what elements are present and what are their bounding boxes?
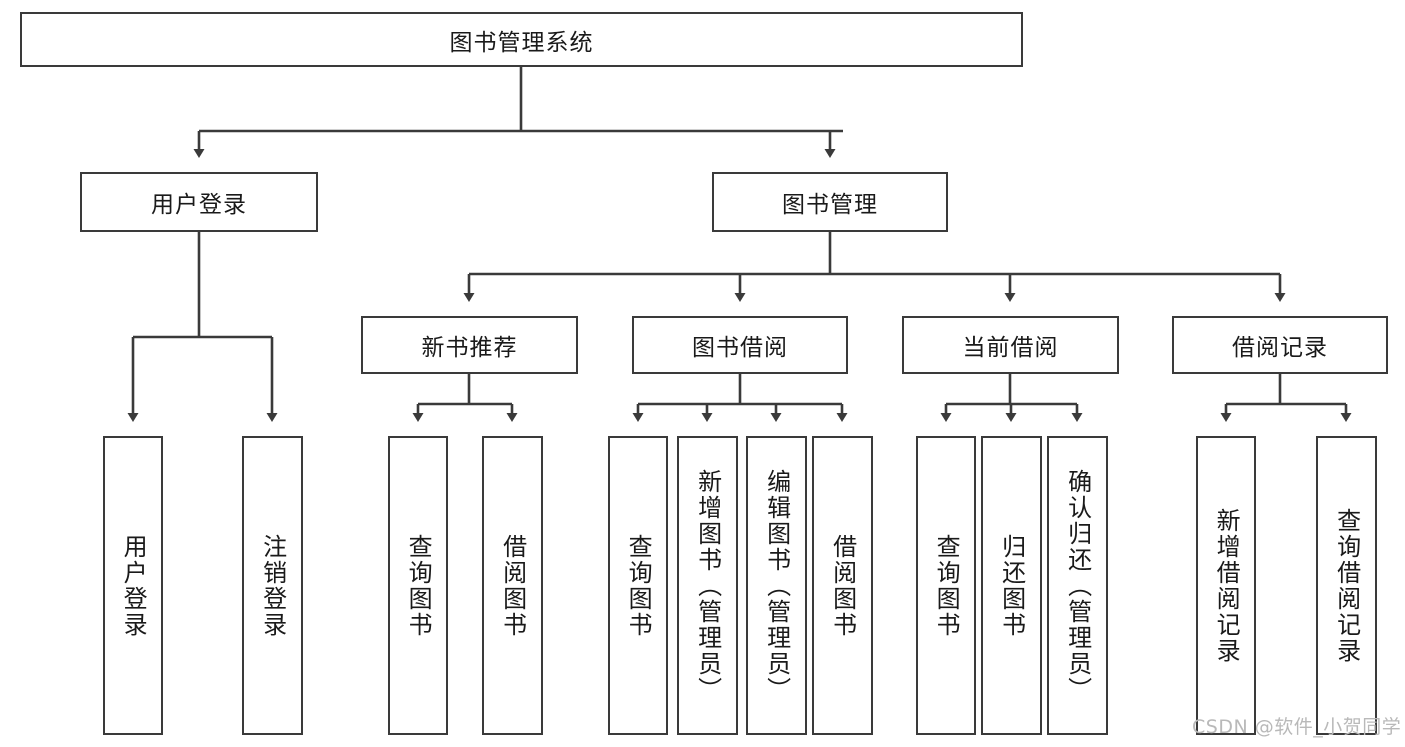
node-leaf-query-book-2-label: 查询图书	[624, 533, 653, 638]
node-user-login-label: 用户登录	[151, 192, 247, 218]
node-leaf-query-book-1-label: 查询图书	[404, 533, 433, 638]
node-leaf-add-record[interactable]: 新增借阅记录	[1196, 436, 1256, 735]
node-leaf-confirm-return-label: 确认归还（管理员）	[1063, 468, 1092, 703]
watermark: CSDN @软件_小贺同学	[1192, 716, 1402, 738]
node-leaf-borrow-book-1[interactable]: 借阅图书	[482, 436, 543, 735]
node-leaf-query-book-2[interactable]: 查询图书	[608, 436, 668, 735]
node-book-manage[interactable]: 图书管理	[712, 172, 948, 232]
node-leaf-borrow-book-2-label: 借阅图书	[828, 533, 857, 638]
node-book-manage-label: 图书管理	[782, 192, 878, 218]
node-leaf-confirm-return[interactable]: 确认归还（管理员）	[1047, 436, 1108, 735]
node-leaf-return-book[interactable]: 归还图书	[981, 436, 1042, 735]
node-leaf-borrow-book-1-label: 借阅图书	[498, 533, 527, 638]
node-leaf-return-book-label: 归还图书	[997, 533, 1026, 638]
node-leaf-logout[interactable]: 注销登录	[242, 436, 303, 735]
node-borrow-record[interactable]: 借阅记录	[1172, 316, 1388, 374]
node-leaf-add-book[interactable]: 新增图书（管理员）	[677, 436, 738, 735]
node-root[interactable]: 图书管理系统	[20, 12, 1023, 67]
node-current-borrow-label: 当前借阅	[962, 335, 1059, 361]
node-borrow-record-label: 借阅记录	[1232, 335, 1328, 361]
node-root-label: 图书管理系统	[449, 29, 594, 56]
node-user-login[interactable]: 用户登录	[80, 172, 318, 232]
node-leaf-borrow-book-2[interactable]: 借阅图书	[812, 436, 873, 735]
node-leaf-query-record-label: 查询借阅记录	[1332, 507, 1361, 664]
node-leaf-query-book-3-label: 查询图书	[932, 533, 961, 638]
node-leaf-query-book-3[interactable]: 查询图书	[916, 436, 976, 735]
node-leaf-user-login[interactable]: 用户登录	[103, 436, 163, 735]
node-book-borrow[interactable]: 图书借阅	[632, 316, 848, 374]
node-leaf-add-book-label: 新增图书（管理员）	[693, 468, 722, 703]
node-leaf-user-login-label: 用户登录	[119, 533, 148, 638]
node-new-book-recommend-label: 新书推荐	[421, 335, 518, 361]
node-book-borrow-label: 图书借阅	[692, 335, 788, 361]
node-leaf-query-book-1[interactable]: 查询图书	[388, 436, 448, 735]
node-current-borrow[interactable]: 当前借阅	[902, 316, 1119, 374]
node-leaf-add-record-label: 新增借阅记录	[1212, 507, 1241, 664]
node-leaf-edit-book-label: 编辑图书（管理员）	[762, 468, 791, 703]
node-leaf-edit-book[interactable]: 编辑图书（管理员）	[746, 436, 807, 735]
node-leaf-query-record[interactable]: 查询借阅记录	[1316, 436, 1377, 735]
node-leaf-logout-label: 注销登录	[258, 533, 287, 638]
node-new-book-recommend[interactable]: 新书推荐	[361, 316, 578, 374]
